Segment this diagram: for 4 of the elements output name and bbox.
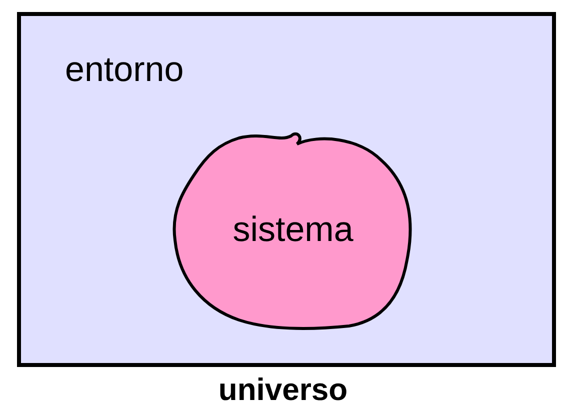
caption: universo — [217, 372, 349, 408]
environment-box — [17, 12, 556, 367]
region-label: entorno — [65, 50, 184, 90]
node-label: sistema — [232, 210, 354, 250]
